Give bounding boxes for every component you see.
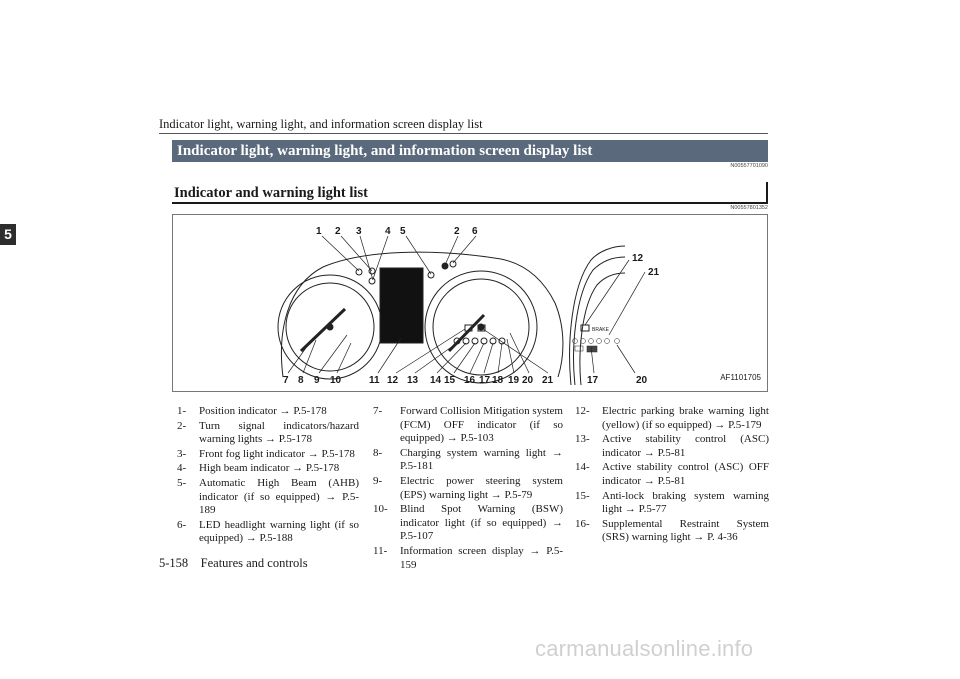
inset-gauge-rim bbox=[573, 256, 626, 386]
callout-top-3: 3 bbox=[356, 226, 362, 237]
tachometer-hub bbox=[326, 323, 334, 331]
list-item: 2-Turn signal indicators/hazard warning … bbox=[177, 419, 359, 446]
legend-column-3: 12-Electric parking brake warning light … bbox=[575, 405, 769, 546]
chapter-tab: 5 bbox=[0, 224, 16, 245]
section-code: N00557701090 bbox=[730, 163, 768, 169]
callout-top-1: 1 bbox=[316, 226, 322, 237]
list-item: 6-LED headlight warning light (if so equ… bbox=[177, 518, 359, 545]
tachometer-inner bbox=[285, 282, 375, 372]
bottom-leader-lines bbox=[287, 328, 549, 374]
callout-bottom-14: 14 bbox=[430, 375, 442, 386]
speedometer-outer bbox=[424, 270, 538, 384]
callout-bottom-16: 16 bbox=[464, 375, 476, 386]
srs-icon bbox=[480, 337, 488, 345]
callout-bottom-8: 8 bbox=[298, 375, 304, 386]
callout-inset-21: 21 bbox=[648, 267, 660, 278]
inset-hood bbox=[569, 245, 626, 386]
list-item: 16-Supplemental Restraint System (SRS) w… bbox=[575, 517, 769, 544]
subheading-rule bbox=[172, 202, 768, 204]
callout-bottom-17: 17 bbox=[479, 375, 491, 386]
speedometer-needle bbox=[447, 313, 486, 353]
list-item: 9-Electric power steering system (EPS) w… bbox=[373, 474, 563, 501]
callout-inset-20: 20 bbox=[636, 375, 648, 386]
inset-leader-lines bbox=[584, 259, 646, 374]
section-banner: Indicator light, warning light, and info… bbox=[172, 140, 768, 162]
list-item: 8-Charging system warning light → P.5-18… bbox=[373, 446, 563, 473]
callout-top-6: 2 bbox=[454, 226, 460, 237]
high-beam-icon bbox=[368, 277, 376, 285]
list-item: 1-Position indicator → P.5-178 bbox=[177, 405, 327, 417]
asc-icon bbox=[453, 337, 461, 345]
legend-column-2: 7-Forward Collision Mitigation system (F… bbox=[373, 405, 563, 573]
callout-bottom-12: 12 bbox=[387, 375, 399, 386]
legend-column-1: 1-Position indicator → P.5-178 2-Turn si… bbox=[177, 405, 359, 547]
callout-top-4: 4 bbox=[385, 226, 391, 237]
callout-bottom-11: 11 bbox=[369, 375, 380, 386]
abs-icon bbox=[471, 337, 479, 345]
top-leader-lines bbox=[321, 235, 477, 281]
callout-top-5: 5 bbox=[400, 226, 406, 237]
inset-gauge-inner bbox=[579, 272, 626, 386]
led-headlight-icon bbox=[449, 260, 457, 268]
list-item: 3-Front fog light indicator → P.5-178 bbox=[177, 447, 355, 460]
running-head: Indicator light, warning light, and info… bbox=[159, 117, 483, 131]
callout-bottom-15: 15 bbox=[444, 375, 456, 386]
callout-bottom-19: 19 bbox=[508, 375, 520, 386]
callout-bottom-7: 7 bbox=[283, 375, 289, 386]
callout-bottom-18: 18 bbox=[492, 375, 504, 386]
information-screen bbox=[379, 267, 424, 344]
callout-bottom-13: 13 bbox=[407, 375, 419, 386]
list-item: 14-Active stability control (ASC) OFF in… bbox=[575, 461, 769, 487]
page-folio: 5-158 Features and controls bbox=[159, 556, 308, 570]
list-item: 13-Active stability control (ASC) indica… bbox=[575, 433, 769, 459]
instrument-cluster-figure: BRAKE 1 2 3 4 5 2 6 7 8 9 10 11 12 13 bbox=[172, 214, 768, 392]
list-item: 10-Blind Spot Warning (BSW) indicator li… bbox=[373, 503, 563, 543]
speedometer-inner bbox=[432, 278, 530, 376]
cluster-hood bbox=[280, 251, 564, 378]
subheading-tick bbox=[766, 182, 768, 203]
callout-numbers: 1 2 3 4 5 2 6 7 8 9 10 11 12 13 14 15 16… bbox=[283, 226, 660, 386]
callout-bottom-21: 21 bbox=[542, 375, 554, 386]
callout-top-7: 6 bbox=[472, 226, 478, 237]
callout-bottom-20: 20 bbox=[522, 375, 534, 386]
list-item: 11-Information screen display → P.5-159 bbox=[373, 544, 563, 571]
instrument-cluster-illustration: BRAKE 1 2 3 4 5 2 6 7 8 9 10 11 12 13 bbox=[277, 226, 660, 386]
epb-icon bbox=[464, 324, 473, 332]
fog-light-icon bbox=[368, 267, 376, 275]
ahb-icon bbox=[427, 271, 435, 279]
watermark: carmanualsonline.info bbox=[535, 636, 754, 661]
asc-off-icon bbox=[462, 337, 470, 345]
callout-top-2: 2 bbox=[335, 226, 341, 237]
list-item: 12-Electric parking brake warning light … bbox=[575, 405, 769, 431]
callout-inset-12: 12 bbox=[632, 253, 644, 264]
figure-id: AF1101705 bbox=[720, 373, 761, 382]
list-item: 4-High beam indicator → P.5-178 bbox=[177, 462, 340, 475]
turn-signal-icon bbox=[441, 262, 449, 270]
list-item: 7-Forward Collision Mitigation system (F… bbox=[373, 405, 563, 445]
inset-icon-row bbox=[572, 338, 620, 353]
subsection-code: N00557801352 bbox=[730, 205, 768, 211]
top-rule bbox=[159, 133, 768, 134]
tachometer-needle bbox=[299, 307, 347, 353]
inset-brake-label: BRAKE bbox=[592, 327, 610, 333]
list-item: 5-Automatic High Beam (AHB) indicator (i… bbox=[177, 476, 359, 517]
position-icon bbox=[355, 268, 363, 276]
subheading: Indicator and warning light list bbox=[174, 185, 368, 201]
callout-bottom-10: 10 bbox=[330, 375, 342, 386]
brake-icon bbox=[477, 324, 486, 332]
list-item: 15-Anti-lock braking system warning ligh… bbox=[575, 489, 769, 516]
callout-inset-17: 17 bbox=[587, 375, 599, 386]
callout-bottom-9: 9 bbox=[314, 375, 320, 386]
